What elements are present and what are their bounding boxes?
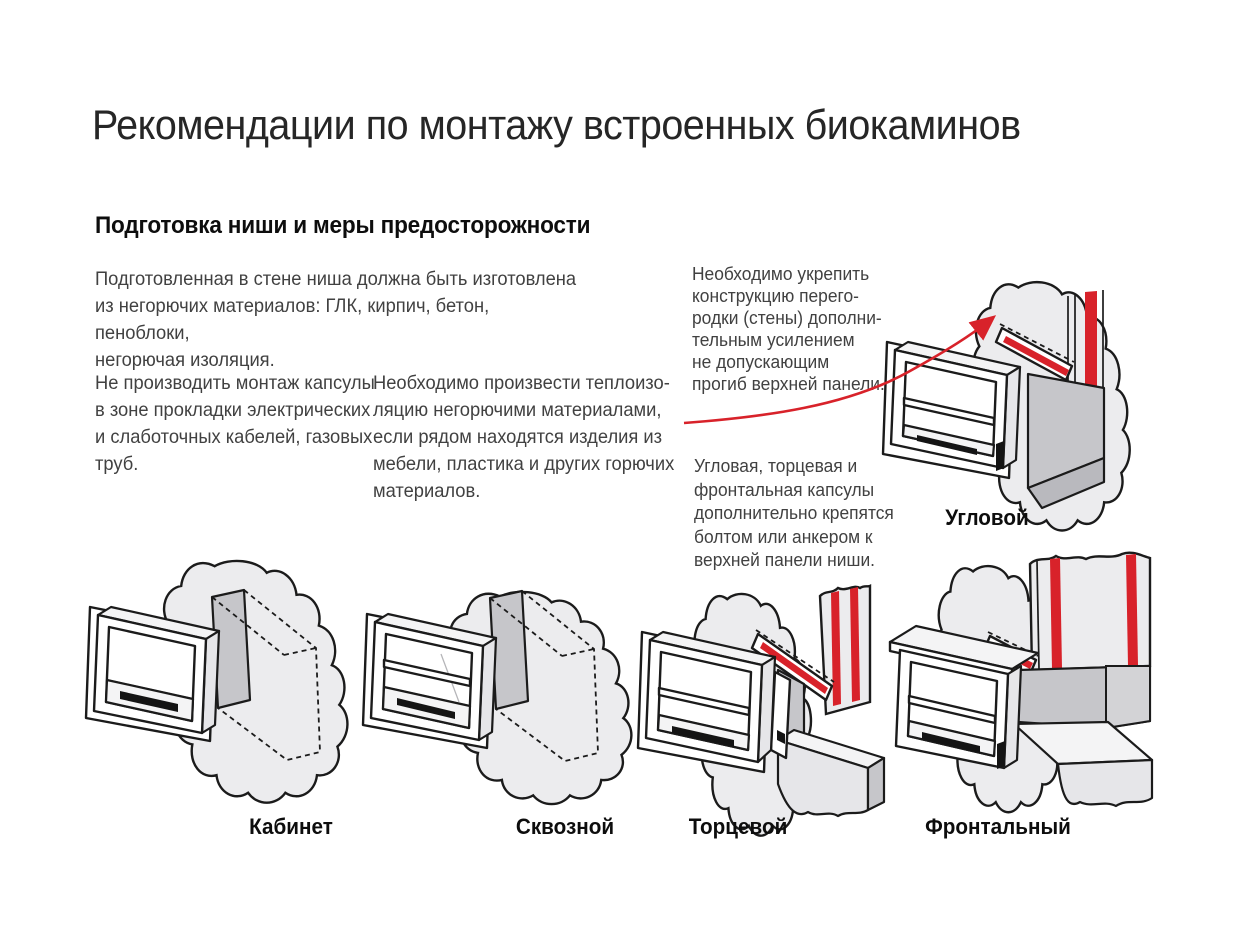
wall-beam: [776, 728, 886, 818]
wall-slab-reinforced: [1028, 551, 1152, 672]
red-stripe: [831, 591, 841, 706]
niche-interior-side: [1105, 665, 1151, 730]
niche-interior-floor: [1026, 456, 1106, 510]
red-stripe: [1050, 558, 1062, 669]
red-stripe: [1085, 291, 1097, 394]
diagram-frontal: [888, 551, 1154, 814]
mid-rail: [657, 686, 751, 717]
label-corner: Угловой: [945, 505, 1029, 530]
paragraph-insulation: Необходимо произвести теплоизо- ляцию не…: [373, 372, 675, 502]
anchor-bolt: [997, 741, 1005, 769]
burner-strip: [917, 435, 977, 455]
diagram-cabinet: [84, 559, 349, 805]
anchor-bolt: [996, 441, 1004, 471]
niche-top-panel: [750, 629, 835, 702]
section-heading: Подготовка ниши и меры предосторожности: [95, 212, 591, 239]
fireplace-capsule: [881, 340, 1022, 480]
fireplace-capsule: [84, 605, 221, 743]
niche-top-panel: [994, 323, 1075, 382]
mid-rail: [382, 658, 472, 688]
anchor-bolt: [777, 730, 785, 744]
fireplace-capsule: [361, 612, 498, 750]
diagram-corner: [881, 280, 1132, 532]
burner-strip: [672, 726, 734, 747]
page-title: Рекомендации по монтажу встроенных биока…: [92, 101, 1021, 148]
mid-rail: [907, 694, 997, 725]
label-frontal: Фронтальный: [925, 814, 1071, 839]
red-stripe: [850, 587, 860, 702]
wall-beam: [1012, 720, 1154, 808]
burner-strip: [922, 732, 980, 753]
burner-strip: [397, 698, 455, 719]
fireplace-capsule: [888, 624, 1040, 770]
burner-strip: [120, 691, 178, 712]
label-end: Торцевой: [688, 814, 788, 839]
paragraph-no-cables: Не производить монтаж капсулы в зоне про…: [95, 372, 375, 475]
red-stripe: [760, 642, 828, 694]
paragraph-niche-materials: Подготовленная в стене ниша должна быть …: [95, 268, 577, 371]
paragraph-anchoring: Угловая, торцевая и фронтальная капсулы …: [694, 455, 894, 570]
label-through: Сквозной: [515, 814, 615, 839]
red-stripe: [1126, 554, 1138, 666]
label-cabinet: Кабинет: [249, 814, 333, 839]
fireplace-capsule: [636, 630, 792, 774]
diagram-through: [361, 589, 633, 806]
diagram-end: [636, 584, 886, 838]
red-stripe: [1003, 336, 1069, 376]
